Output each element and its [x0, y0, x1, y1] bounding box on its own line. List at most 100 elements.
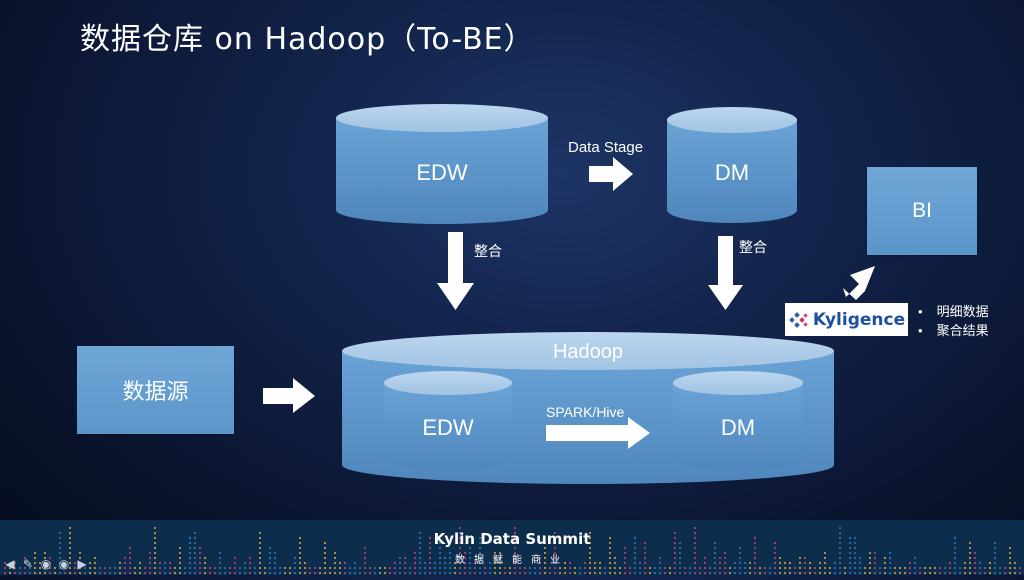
- equalizer-dot: [429, 537, 431, 539]
- equalizer-dot: [764, 572, 766, 574]
- spark-hive-arrow: [546, 417, 650, 449]
- equalizer-dot: [754, 562, 756, 564]
- equalizer-dot: [509, 572, 511, 574]
- equalizer-dot: [974, 557, 976, 559]
- equalizer-dot: [904, 567, 906, 569]
- equalizer-dot: [39, 572, 41, 574]
- equalizer-dot: [544, 567, 546, 569]
- equalizer-dot: [1009, 552, 1011, 554]
- top-edw-cylinder: [336, 104, 548, 224]
- equalizer-dot: [279, 567, 281, 569]
- equalizer-dot: [364, 572, 366, 574]
- equalizer-dot: [194, 547, 196, 549]
- equalizer-dot: [889, 572, 891, 574]
- equalizer-dot: [519, 572, 521, 574]
- data-stage-arrow: [589, 157, 633, 191]
- equalizer-dot: [754, 557, 756, 559]
- equalizer-dot: [564, 572, 566, 574]
- equalizer-dot: [969, 562, 971, 564]
- equalizer-dot: [974, 572, 976, 574]
- equalizer-dot: [464, 572, 466, 574]
- equalizer-dot: [259, 547, 261, 549]
- equalizer-dot: [984, 567, 986, 569]
- inner-dm-label: DM: [720, 415, 756, 440]
- equalizer-dot: [989, 567, 991, 569]
- equalizer-dot: [679, 562, 681, 564]
- equalizer-dot: [429, 552, 431, 554]
- equalizer-dot: [739, 547, 741, 549]
- equalizer-dot: [304, 562, 306, 564]
- equalizer-dot: [674, 542, 676, 544]
- equalizer-dot: [294, 572, 296, 574]
- equalizer-dot: [494, 552, 496, 554]
- equalizer-dot: [819, 567, 821, 569]
- equalizer-dot: [234, 557, 236, 559]
- equalizer-dot: [204, 557, 206, 559]
- equalizer-dot: [1019, 567, 1021, 569]
- equalizer-dot: [964, 572, 966, 574]
- pen-icon[interactable]: ✎: [22, 557, 34, 571]
- slide-nav-controls: ◀ ✎ ◉ ◉ ▶: [2, 556, 90, 572]
- equalizer-dot: [269, 572, 271, 574]
- equalizer-dot: [589, 567, 591, 569]
- equalizer-dot: [129, 572, 131, 574]
- equalizer-dot: [514, 527, 516, 529]
- equalizer-dot: [484, 572, 486, 574]
- equalizer-dot: [369, 572, 371, 574]
- equalizer-dot: [639, 572, 641, 574]
- bullet-text: 明细数据: [936, 304, 989, 319]
- equalizer-dot: [689, 567, 691, 569]
- equalizer-dot: [934, 567, 936, 569]
- arrow-left-icon[interactable]: ◀: [5, 557, 15, 571]
- equalizer-dot: [154, 557, 156, 559]
- equalizer-dot: [459, 562, 461, 564]
- equalizer-dot: [24, 557, 26, 559]
- equalizer-dot: [449, 567, 451, 569]
- equalizer-dot: [479, 552, 481, 554]
- equalizer-dot: [879, 567, 881, 569]
- equalizer-dot: [324, 552, 326, 554]
- equalizer-dot: [799, 572, 801, 574]
- equalizer-dot: [849, 567, 851, 569]
- equalizer-dot: [189, 552, 191, 554]
- equalizer-dot: [314, 572, 316, 574]
- equalizer-dot: [154, 542, 156, 544]
- menu-icon[interactable]: ◉: [58, 557, 70, 571]
- equalizer-dot: [679, 572, 681, 574]
- equalizer-dot: [424, 567, 426, 569]
- equalizer-dot: [659, 567, 661, 569]
- slides-icon[interactable]: ◉: [40, 557, 52, 571]
- equalizer-dot: [199, 547, 201, 549]
- equalizer-dot: [439, 567, 441, 569]
- equalizer-dot: [839, 532, 841, 534]
- equalizer-dot: [499, 557, 501, 559]
- equalizer-dot: [449, 557, 451, 559]
- equalizer-dot: [774, 542, 776, 544]
- equalizer-dot: [809, 567, 811, 569]
- equalizer-dot: [69, 552, 71, 554]
- equalizer-dot: [549, 567, 551, 569]
- equalizer-dot: [459, 557, 461, 559]
- equalizer-dot: [1014, 572, 1016, 574]
- equalizer-dot: [309, 567, 311, 569]
- equalizer-dot: [864, 567, 866, 569]
- equalizer-dot: [849, 572, 851, 574]
- equalizer-dot: [324, 542, 326, 544]
- equalizer-dot: [349, 567, 351, 569]
- equalizer-dot: [589, 542, 591, 544]
- arrow-right-icon[interactable]: ▶: [77, 557, 87, 571]
- equalizer-dot: [54, 567, 56, 569]
- equalizer-dot: [259, 552, 261, 554]
- equalizer-dot: [219, 557, 221, 559]
- equalizer-dot: [334, 552, 336, 554]
- equalizer-dot: [469, 557, 471, 559]
- equalizer-dot: [414, 572, 416, 574]
- equalizer-dot: [969, 572, 971, 574]
- equalizer-dot: [34, 572, 36, 574]
- equalizer-dot: [514, 572, 516, 574]
- equalizer-dot: [284, 572, 286, 574]
- equalizer-dot: [4, 562, 6, 564]
- equalizer-dot: [169, 562, 171, 564]
- equalizer-dot: [194, 562, 196, 564]
- equalizer-dot: [799, 557, 801, 559]
